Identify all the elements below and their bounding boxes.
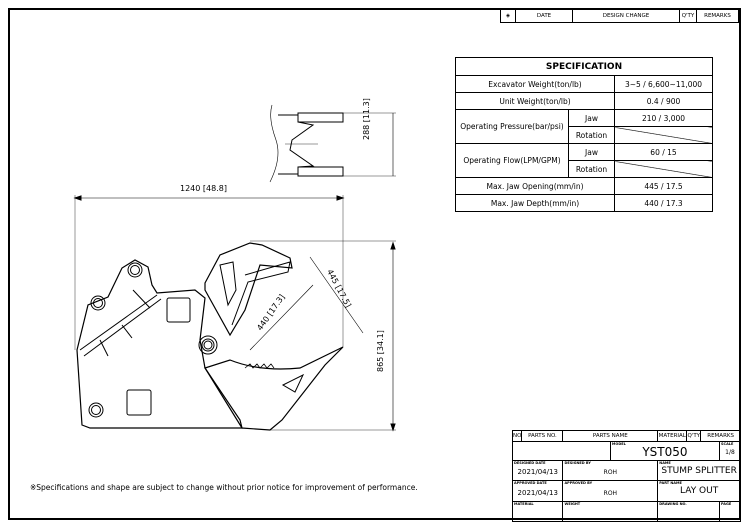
spec-value: 445 / 17.5	[614, 177, 713, 195]
header-parts-no: PARTS NO.	[521, 430, 564, 442]
scale-value: 1/8	[725, 449, 735, 456]
spec-value: 440 / 17.3	[614, 194, 713, 212]
part-name-label: PART NAME	[659, 481, 682, 486]
name-label: NAME	[659, 461, 671, 466]
material-cell: MATERIAL	[511, 501, 564, 522]
scale-cell: SCALE 1/8	[719, 441, 741, 461]
header-parts-name: PARTS NAME	[562, 430, 659, 442]
title-block: NO PARTS NO. PARTS NAME MATERIAL Q'TY RE…	[511, 430, 741, 522]
weight-cell: WEIGHT	[562, 501, 659, 522]
jaw-opening-dimension-line	[309, 256, 364, 334]
spec-empty-cell	[614, 160, 713, 178]
header-material: MATERIAL	[657, 430, 688, 442]
model-label: MODEL	[611, 442, 626, 447]
blank-cell	[512, 441, 611, 461]
drawing-no-cell: DRAWING NO.	[657, 501, 720, 522]
width-dimension-label: 1240 [48.8]	[180, 184, 227, 193]
part-name-value: LAY OUT	[680, 486, 719, 496]
stump-splitter-side-view	[76, 242, 344, 431]
header-qty: Q'TY	[686, 430, 702, 442]
disclaimer-note: ※Specifications and shape are subject to…	[30, 483, 418, 492]
material-label: MATERIAL	[514, 502, 534, 507]
model-value: YST050	[642, 445, 688, 459]
revision-table: ◈ DATE DESIGN CHANGE Q'TY REMARKS	[500, 9, 739, 23]
approved-date-label: APPROVED DATE	[514, 481, 547, 486]
spec-label: Max. Jaw Depth(mm/in)	[455, 194, 615, 212]
name-value: STUMP SPLITTER	[661, 466, 737, 476]
page-label: PAGE	[721, 502, 732, 507]
rev-remarks-header: REMARKS	[696, 9, 739, 23]
header-no: NO	[511, 430, 523, 442]
drawing-no-label: DRAWING NO.	[659, 502, 687, 507]
header-remarks: REMARKS	[700, 430, 741, 442]
designed-by-label: DESIGNED BY	[564, 461, 591, 466]
spec-empty-cell	[614, 126, 713, 144]
designed-by-cell: DESIGNED BY ROH	[562, 460, 659, 481]
approved-date-value: 2021/04/13	[517, 489, 558, 497]
spec-label: Operating Pressure(bar/psi)	[455, 109, 569, 144]
scale-label: SCALE	[721, 442, 734, 447]
designed-date-label: DESIGNED DATE	[514, 461, 546, 466]
model-cell: MODEL YST050	[609, 441, 721, 461]
approved-by-label: APPROVED BY	[564, 481, 593, 486]
designed-date-cell: DESIGNED DATE 2021/04/13	[511, 460, 564, 481]
page-cell: PAGE	[719, 501, 741, 522]
drawing-frame	[8, 8, 741, 520]
approved-by-cell: APPROVED BY ROH	[562, 480, 659, 502]
designed-date-value: 2021/04/13	[517, 468, 558, 476]
approved-date-cell: APPROVED DATE 2021/04/13	[511, 480, 564, 502]
approved-by-value: ROH	[603, 490, 618, 497]
top-view	[269, 104, 396, 183]
jaw-depth-dimension-line	[249, 284, 314, 351]
height-dimension-label: 865 [34.1]	[376, 330, 385, 372]
specification-table: SPECIFICATION Excavator Weight(ton/lb)3~…	[455, 57, 713, 212]
designed-by-value: ROH	[603, 469, 618, 476]
top-width-dimension-label: 288 [11.3]	[362, 98, 371, 140]
weight-label: WEIGHT	[564, 502, 581, 507]
spec-label: Operating Flow(LPM/GPM)	[455, 143, 569, 178]
